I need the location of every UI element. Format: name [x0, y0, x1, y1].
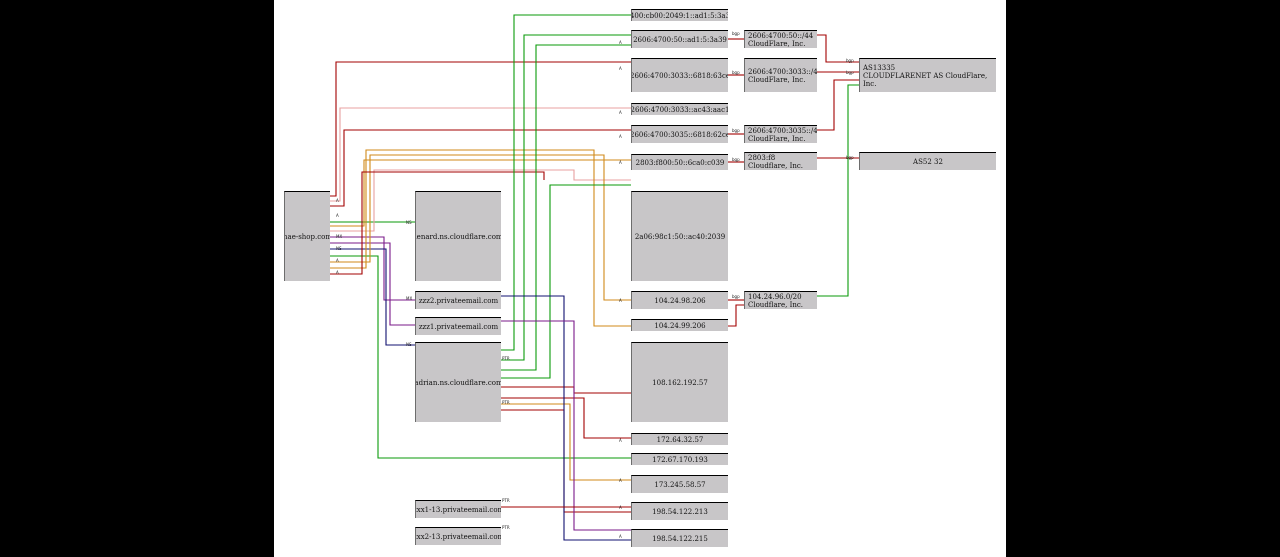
node-prefix-b[interactable]: 2606:4700:3033::/48 CloudFlare, Inc.: [744, 58, 817, 92]
edge-root-ip6-e: [330, 129, 631, 207]
node-as-cloudflare[interactable]: AS13335 CLOUDFLARENET AS CloudFlare, Inc…: [859, 58, 996, 92]
node-ip4-e[interactable]: 172.67.170.193: [631, 453, 728, 465]
edge-adrian-ip6-g: [501, 184, 631, 379]
edge-label-8: NS: [406, 342, 412, 347]
node-mx-xxx2[interactable]: xxx2-13.privateemail.com: [415, 527, 501, 545]
node-ip4-d[interactable]: 172.64.32.57: [631, 433, 728, 445]
edge-zzz2-ip4-h: [501, 295, 631, 541]
edge-label-26: bgp: [846, 155, 854, 160]
edge-prefix-a-as: [817, 34, 859, 63]
edge-root-ip4-b: [330, 149, 631, 327]
diagram-canvas: hae-shop.com lenard.ns.cloudflare.com ad…: [274, 0, 1006, 557]
edge-label-19: bgp: [732, 31, 740, 36]
node-prefix-a[interactable]: 2606:4700:50::/44 CloudFlare, Inc.: [744, 30, 817, 48]
node-mx-zzz2[interactable]: zzz2.privateemail.com: [415, 291, 501, 309]
edge-adrian-ip6-b: [501, 34, 631, 361]
node-root[interactable]: hae-shop.com: [284, 191, 330, 281]
edge-label-15: A: [619, 438, 622, 443]
edge-label-3: MX: [336, 234, 343, 239]
edge-layer: [330, 14, 859, 541]
edge-label-9: A: [619, 40, 622, 45]
node-ip6-a[interactable]: 2400:cb00:2049:1::ad1:5:3a39: [631, 9, 728, 21]
edge-adrian-ip4-f: [501, 403, 631, 481]
edge-label-10: A: [619, 66, 622, 71]
edge-label-6: A: [336, 270, 339, 275]
node-ns-adrian[interactable]: adrian.ns.cloudflare.com: [415, 342, 501, 422]
edge-root-ip6-d: [330, 107, 631, 202]
node-ip4-c[interactable]: 108.162.192.57: [631, 342, 728, 422]
edge-label-24: bgp: [846, 58, 854, 63]
node-ip6-f[interactable]: 2803:f800:50::6ca0:c039: [631, 154, 728, 170]
node-ip4-b[interactable]: 104.24.99.206: [631, 319, 728, 331]
edge-label-28: PTR: [502, 525, 510, 530]
edge-label-21: bgp: [732, 128, 740, 133]
node-mx-zzz1[interactable]: zzz1.privateemail.com: [415, 317, 501, 335]
node-ip6-e[interactable]: 2606:4700:3035::6818:62ce: [631, 125, 728, 143]
edge-root-ip6-g: [330, 169, 631, 232]
edge-label-27: PTR: [502, 498, 510, 503]
node-ip4-a[interactable]: 104.24.98.206: [631, 291, 728, 309]
node-ip6-b[interactable]: 2606:4700:50::ad1:5:3a39: [631, 30, 728, 48]
edge-adrian-ip6-a: [501, 14, 631, 351]
node-mx-xxx1[interactable]: xxx1-13.privateemail.com: [415, 500, 501, 518]
node-ip4-g[interactable]: 198.54.122.213: [631, 502, 728, 520]
node-as-other[interactable]: AS52 32: [859, 152, 996, 170]
edge-label-12: A: [619, 134, 622, 139]
edge-label-4: NS: [336, 246, 342, 251]
node-prefix-e[interactable]: 104.24.96.0/20 Cloudflare, Inc.: [744, 291, 817, 309]
edge-label-17: A: [619, 505, 622, 510]
edge-root-ip4-e: [330, 255, 631, 459]
node-ip6-g[interactable]: 2a06:98c1:50::ac40:2039: [631, 191, 728, 281]
edge-label-22: bgp: [732, 157, 740, 162]
node-ip4-f[interactable]: 173.245.58.57: [631, 475, 728, 493]
edge-label-2: NS: [406, 220, 412, 225]
edge-ip4-b-prefix-e: [728, 304, 744, 327]
edge-label-20: bgp: [732, 70, 740, 75]
edge-label-23: bgp: [732, 294, 740, 299]
edge-label-7: MX: [406, 296, 413, 301]
edge-root-mx-zzz2: [330, 236, 415, 301]
edge-label-5: A: [336, 258, 339, 263]
edge-root-ip4-a: [330, 154, 631, 301]
node-ip6-c[interactable]: 2606:4700:3033::6818:63ce: [631, 58, 728, 92]
edge-label-29: PTR: [502, 356, 510, 361]
edge-label-25: bgp: [846, 70, 854, 75]
edge-adrian-ip4-d: [501, 397, 631, 439]
edge-label-30: PTR: [502, 400, 510, 405]
edge-label-1: A: [336, 213, 339, 218]
edge-label-13: A: [619, 160, 622, 165]
node-ns-lenard[interactable]: lenard.ns.cloudflare.com: [415, 191, 501, 281]
edge-root-mx-zzz1: [330, 242, 415, 326]
edge-prefix-c-as: [817, 79, 859, 131]
edge-label-16: A: [619, 478, 622, 483]
node-ip4-h[interactable]: 198.54.122.215: [631, 529, 728, 547]
edge-label-18: A: [619, 534, 622, 539]
edge-adrian-ip6-b2: [501, 44, 631, 371]
edge-label-11: A: [619, 110, 622, 115]
edge-label-0: A: [336, 198, 339, 203]
edge-root-misc: [330, 171, 545, 275]
node-prefix-d[interactable]: 2803:f8 Cloudflare, Inc.: [744, 152, 817, 170]
edge-adrian-ip4-g: [501, 409, 631, 513]
node-prefix-c[interactable]: 2606:4700:3035::/48 CloudFlare, Inc.: [744, 125, 817, 143]
node-ip6-d[interactable]: 2606:4700:3033::ac43:aac1: [631, 103, 728, 115]
edge-label-14: A: [619, 298, 622, 303]
edge-root-ip6-c: [330, 61, 631, 197]
edge-root-ip6-f: [330, 159, 631, 227]
edge-root-ns-adrian: [330, 248, 415, 346]
edge-adrian-ip4-c: [501, 386, 631, 394]
edge-prefix-e-as: [817, 84, 859, 297]
edge-zzz1-ip4-h: [501, 320, 631, 531]
